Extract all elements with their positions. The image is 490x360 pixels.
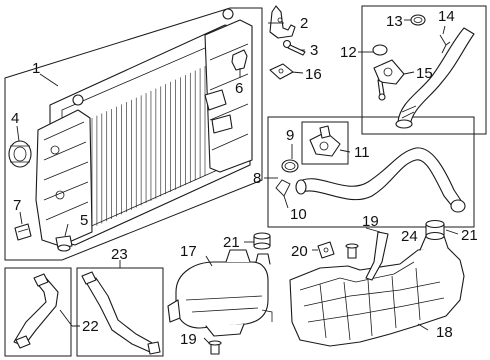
callout-19-lower: 19: [180, 331, 197, 348]
o-ring-part-13: [410, 14, 426, 26]
hose-22-box: [4, 267, 72, 357]
callout-11: 11: [354, 144, 370, 161]
upper-hose: [395, 27, 475, 129]
clamp-part-11: [301, 121, 349, 165]
callout-18: 18: [436, 324, 453, 341]
lower-hose-group-box: [267, 116, 475, 228]
callout-6: 6: [235, 80, 243, 97]
cap-part-21-left: [253, 232, 271, 250]
mount-part-6: [231, 49, 248, 71]
callout-24: 24: [401, 228, 418, 245]
callout-8: 8: [253, 170, 261, 187]
drain-part-7: [14, 223, 32, 241]
clip-part-16: [269, 63, 294, 80]
upper-hose-group-box: [361, 5, 487, 135]
lower-hose: [295, 147, 466, 213]
callout-3: 3: [310, 42, 318, 59]
hose-part-23: [81, 271, 161, 355]
plug-part-5: [55, 235, 73, 252]
bolt-part-19-lower: [208, 340, 222, 355]
callout-5: 5: [80, 212, 88, 229]
bracket-part-2: [269, 5, 296, 39]
cap-part-21-right: [425, 219, 445, 241]
reservoir-18: [289, 235, 465, 347]
callout-12: 12: [340, 44, 357, 61]
hose-part-22: [13, 273, 59, 349]
radiator-group-box: [4, 7, 263, 261]
callout-1: 1: [32, 60, 40, 77]
clip-part-10: [275, 179, 291, 197]
bolt-part-19-upper: [345, 243, 359, 259]
callout-7: 7: [13, 197, 21, 214]
callout-19-upper: 19: [362, 213, 379, 230]
callout-17: 17: [180, 243, 197, 260]
radiator: [35, 8, 253, 247]
bolt-part-3: [282, 39, 306, 56]
leader-lines: [16, 19, 459, 345]
cap-part-4: [8, 140, 32, 168]
callout-20: 20: [291, 243, 308, 260]
reservoir-17: [167, 249, 273, 337]
callout-16: 16: [305, 66, 322, 83]
callout-13: 13: [386, 13, 403, 30]
callout-21-left: 21: [223, 234, 240, 251]
callout-4: 4: [11, 110, 19, 127]
hose-part-24: [365, 231, 389, 281]
callout-23: 23: [111, 246, 128, 263]
callout-15: 15: [416, 65, 433, 82]
callout-21-right: 21: [461, 227, 478, 244]
callout-9: 9: [286, 127, 294, 144]
clip-part-14: [439, 34, 451, 54]
callout-22: 22: [82, 318, 99, 335]
callout-14: 14: [438, 8, 455, 25]
clamp-part-15: [372, 44, 405, 101]
callout-10: 10: [290, 206, 307, 223]
bracket-part-20: [317, 241, 335, 259]
radiator-fins: [91, 66, 206, 228]
o-ring-part-9: [281, 159, 299, 173]
callout-2: 2: [300, 15, 308, 32]
